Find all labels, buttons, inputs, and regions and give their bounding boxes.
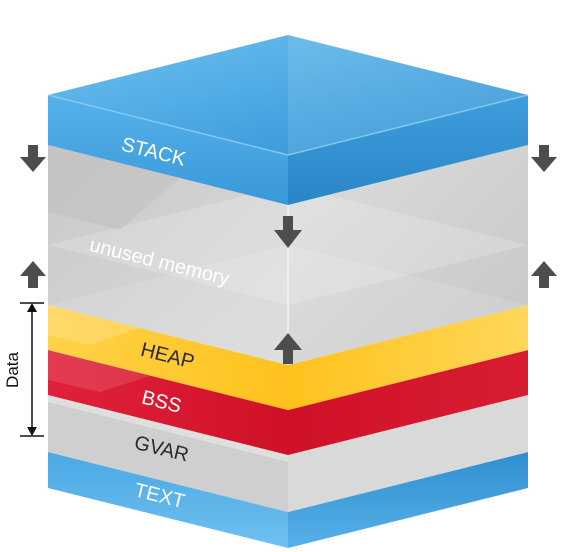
- up-arrow-icon-center: [274, 333, 302, 364]
- down-arrow-icon-center: [274, 216, 302, 248]
- gvar-segment: [48, 395, 528, 512]
- down-arrow-icon-left-top: [20, 145, 46, 172]
- data-bracket-label: Data: [3, 352, 22, 388]
- stack-segment: [47, 35, 529, 205]
- bss-segment: [48, 350, 528, 455]
- down-arrow-icon-right-top: [531, 145, 557, 172]
- unused-memory-segment: [48, 145, 528, 365]
- text-segment: [48, 452, 528, 548]
- heap-segment: [48, 305, 528, 410]
- up-arrow-icon-left: [20, 261, 46, 288]
- data-bracket: [20, 302, 44, 437]
- up-arrow-icon-right: [531, 261, 557, 288]
